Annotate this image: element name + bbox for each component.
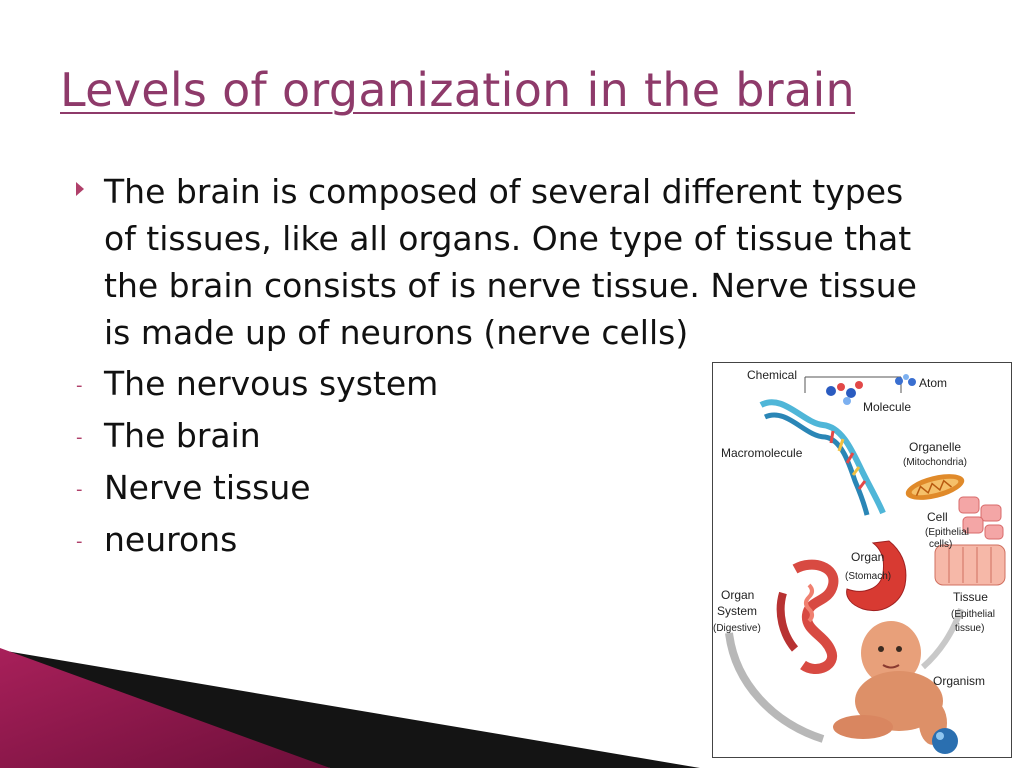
sub-item-nerve-tissue: - Nerve tissue: [74, 464, 934, 512]
figure-illustration: Chemical Atom Molecule Macromolecule Org…: [713, 368, 1006, 754]
dash-bullet-icon: -: [76, 427, 83, 448]
label-organelle: Organelle: [909, 440, 961, 454]
label-cell-sub2: cells): [929, 539, 952, 550]
main-bullet: The brain is composed of several differe…: [74, 168, 934, 356]
label-tissue-sub2: tissue): [955, 623, 984, 634]
label-organ-system-2: System: [717, 604, 757, 618]
mitochondria-icon: [905, 474, 965, 500]
digestive-system-icon: [776, 559, 839, 674]
sub-item-text: The brain: [104, 416, 261, 455]
baby-organism-icon: [833, 621, 947, 745]
atom-icon: [895, 374, 916, 386]
sub-item-nervous-system: - The nervous system: [74, 360, 934, 408]
organization-levels-figure: Chemical Atom Molecule Macromolecule Org…: [712, 362, 1012, 758]
label-tissue-sub1: (Epithelial: [951, 609, 995, 620]
dna-helix-icon: [759, 399, 886, 516]
label-cell-sub1: (Epithelial: [925, 527, 969, 538]
sub-item-brain: - The brain: [74, 412, 934, 460]
label-cell: Cell: [927, 510, 948, 524]
main-bullet-text: The brain is composed of several differe…: [104, 172, 917, 352]
sub-item-text: neurons: [104, 520, 238, 559]
label-organism: Organism: [933, 674, 985, 688]
label-organ-system-1: Organ: [721, 588, 754, 602]
epithelial-cells-icon: [958, 496, 1004, 540]
epithelial-tissue-icon: [934, 544, 1006, 586]
label-tissue: Tissue: [953, 590, 988, 604]
dash-bullet-icon: -: [76, 375, 83, 396]
label-organelle-sub: (Mitochondria): [903, 457, 967, 468]
label-organ-system-sub: (Digestive): [713, 623, 761, 634]
label-macromolecule: Macromolecule: [721, 446, 803, 460]
wedge-black: [0, 650, 700, 768]
slide-title: Levels of organization in the brain: [60, 63, 856, 117]
sub-item-text: The nervous system: [104, 364, 439, 403]
dash-bullet-icon: -: [76, 479, 83, 500]
label-organ: Organ: [851, 550, 884, 564]
wedge-magenta: [0, 648, 330, 768]
stomach-icon: [846, 540, 907, 611]
molecule-icon: [826, 381, 863, 405]
label-molecule: Molecule: [863, 400, 911, 414]
ball-icon: [932, 728, 958, 754]
label-chemical: Chemical: [747, 368, 797, 382]
label-organ-sub: (Stomach): [845, 571, 891, 582]
label-atom: Atom: [919, 376, 947, 390]
dash-bullet-icon: -: [76, 531, 83, 552]
slide-body: The brain is composed of several differe…: [74, 168, 934, 564]
arrow-bullet-icon: [76, 182, 84, 196]
sub-item-neurons: - neurons: [74, 516, 934, 564]
sub-item-text: Nerve tissue: [104, 468, 311, 507]
